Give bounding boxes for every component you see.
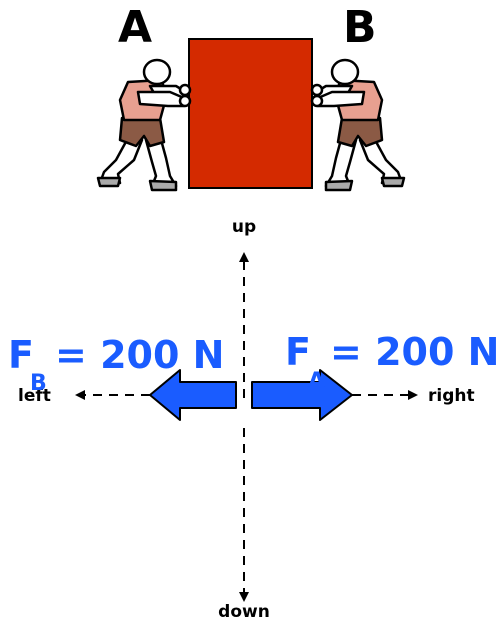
up-label: up [232, 217, 256, 237]
person-a-label: A [118, 2, 152, 53]
force-label-left: F B = 200 N [8, 333, 224, 396]
force-right-symbol: F [285, 330, 311, 374]
left-label: left [18, 386, 51, 406]
force-left-value: = 200 N [55, 333, 224, 377]
force-left-symbol: F [8, 333, 34, 377]
pushed-box [188, 38, 313, 189]
force-right-value: = 200 N [330, 330, 499, 374]
person-b-figure [310, 58, 406, 192]
force-left-subscript: B [30, 371, 47, 396]
person-b-label: B [343, 2, 377, 53]
force-right-subscript: A [308, 369, 325, 394]
down-label: down [218, 602, 270, 622]
force-label-right: F A = 200 N [285, 330, 499, 394]
force-arrow-right [251, 369, 353, 421]
right-label: right [428, 386, 475, 406]
person-a-figure [96, 58, 192, 192]
force-arrow-left [149, 369, 237, 421]
